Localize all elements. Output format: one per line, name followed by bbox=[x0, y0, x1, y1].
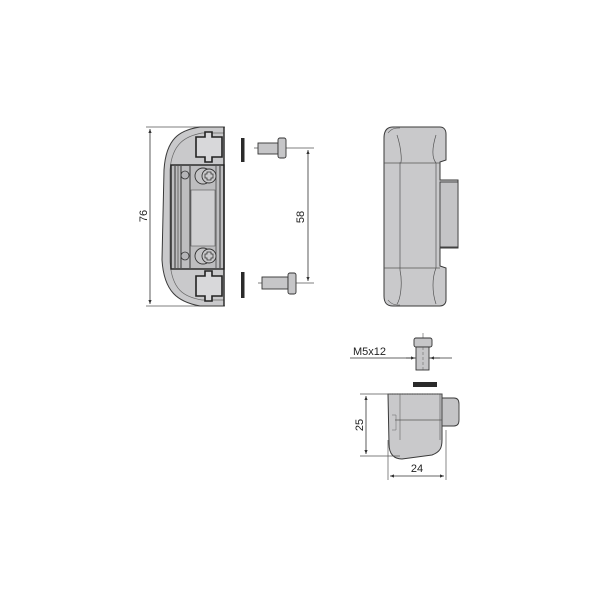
mounting-slot-bottom bbox=[195, 270, 223, 302]
screw-spec-label: M5x12 bbox=[353, 346, 386, 358]
screw-bottom-icon bbox=[261, 272, 297, 295]
pin-bottom bbox=[180, 251, 190, 261]
dimension-label-25: 25 bbox=[354, 419, 366, 431]
end-screw-icon bbox=[413, 333, 433, 372]
screw-top-icon bbox=[257, 137, 287, 159]
screw-head-top-icon bbox=[194, 167, 217, 185]
dimension-label-76: 76 bbox=[138, 210, 150, 222]
screw-head-bottom-icon bbox=[194, 247, 217, 265]
front-view bbox=[146, 126, 225, 307]
pin-top bbox=[180, 170, 190, 180]
end-body bbox=[387, 393, 443, 460]
end-view bbox=[350, 333, 460, 480]
end-tongue bbox=[441, 397, 460, 427]
gasket-bottom bbox=[241, 272, 245, 298]
dimension-label-24: 24 bbox=[411, 463, 423, 475]
end-gasket bbox=[413, 382, 437, 387]
gasket-top bbox=[241, 138, 245, 162]
fixing-screws bbox=[241, 137, 314, 298]
dimension-label-58: 58 bbox=[295, 211, 307, 223]
side-view bbox=[383, 126, 459, 307]
side-body bbox=[383, 126, 459, 307]
mounting-slot-top bbox=[195, 131, 223, 163]
side-tongue bbox=[439, 181, 459, 248]
